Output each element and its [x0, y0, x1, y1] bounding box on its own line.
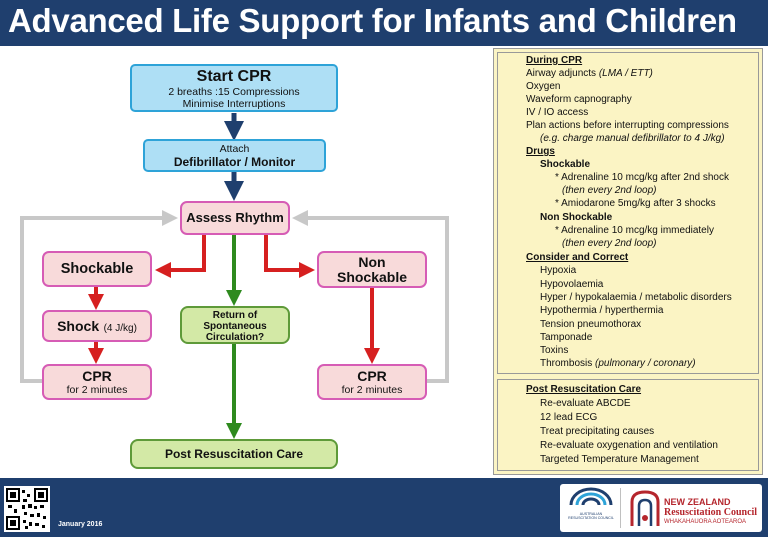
shockable-adrenaline: * Adrenaline 10 mcg/kg after 2nd shock: [555, 172, 729, 183]
cpr-left-title: CPR: [82, 368, 112, 384]
arrow-assess-to-nonshockable: [264, 235, 315, 278]
oxygen-line: Oxygen: [526, 81, 561, 92]
post-care-item: 12 lead ECG: [540, 412, 598, 423]
capnography-line: Waveform capnography: [526, 94, 632, 105]
nonshockable-adrenaline: * Adrenaline 10 mcg/kg immediately: [555, 225, 714, 236]
defibrillator-monitor-label: Defibrillator / Monitor: [173, 155, 296, 169]
cpr-left-box: CPR for 2 minutes: [42, 364, 152, 400]
shockable-amiodarone: * Amiodarone 5mg/kg after 3 shocks: [555, 198, 716, 209]
shock-energy: (4 J/kg): [103, 323, 137, 334]
logo-divider: [620, 488, 621, 528]
assess-rhythm-label: Assess Rhythm: [186, 210, 284, 225]
qr-code-icon: [6, 488, 48, 530]
new-zealand-resuscitation-council-emblem-icon: [630, 490, 660, 526]
nonshockable-adrenaline-note: (then every 2nd loop): [562, 238, 657, 249]
shockable-box: Shockable: [42, 251, 152, 287]
consider-item: Hyper / hypokalaemia / metabolic disorde…: [540, 292, 732, 303]
consider-item: Hypothermia / hyperthermia: [540, 305, 664, 316]
post-resuscitation-label: Post Resuscitation Care: [164, 447, 304, 461]
consider-heading: Consider and Correct: [526, 252, 629, 263]
post-care-item: Re-evaluate ABCDE: [540, 398, 631, 409]
nz-council-line3: WHAKAHAUORA AOTEAROA: [664, 519, 747, 525]
arrow-assess-to-shockable: [155, 235, 206, 278]
post-care-heading: Post Resuscitation Care: [526, 384, 642, 395]
drugs-shockable-heading: Shockable: [540, 159, 591, 170]
thrombosis-note: (pulmonary / coronary): [595, 358, 696, 369]
thrombosis-line: Thrombosis (pulmonary / coronary): [540, 357, 696, 370]
post-care-item: Targeted Temperature Management: [540, 454, 699, 465]
council-logos: [560, 484, 762, 532]
header-bar: Advanced Life Support for Infants and Ch…: [0, 0, 768, 46]
start-cpr-title: Start CPR: [196, 68, 272, 85]
nz-council-line1: NEW ZEALAND: [664, 497, 731, 507]
airway-line: Airway adjuncts (LMA / ETT): [526, 67, 653, 80]
consider-item: Toxins: [540, 345, 569, 356]
shockable-adrenaline-note: (then every 2nd loop): [562, 185, 657, 196]
qr-code[interactable]: [4, 486, 50, 532]
attach-defibrillator-box: Attach Defibrillator / Monitor: [143, 139, 326, 172]
start-cpr-line2: Minimise Interruptions: [182, 98, 286, 110]
cpr-right-box: CPR for 2 minutes: [317, 364, 427, 400]
non-shockable-box: Non Shockable: [317, 251, 427, 288]
nz-council-line2: Resuscitation Council: [664, 507, 758, 518]
during-cpr-section: [497, 52, 759, 374]
drugs-heading: Drugs: [526, 146, 555, 157]
shockable-label: Shockable: [60, 261, 134, 277]
consider-item: Tension pneumothorax: [540, 319, 642, 330]
australian-resuscitation-council-logo-icon: [569, 487, 613, 506]
cpr-left-detail: for 2 minutes: [66, 384, 128, 396]
drugs-nonshockable-heading: Non Shockable: [540, 212, 613, 223]
start-cpr-box: Start CPR 2 breaths :15 Compressions Min…: [130, 64, 338, 112]
publication-date: January 2016: [58, 521, 103, 528]
australian-resuscitation-council-label: AUSTRALIAN RESUSCITATION COUNCIL: [568, 512, 614, 520]
consider-item: Hypoxia: [540, 265, 577, 276]
attach-label: Attach: [219, 143, 250, 155]
airway-note: (LMA / ETT): [598, 68, 653, 79]
rosc-box: Return of Spontaneous Circulation?: [180, 306, 290, 344]
post-resuscitation-box: Post Resuscitation Care: [130, 439, 338, 469]
shock-box: Shock (4 J/kg): [42, 310, 152, 342]
shock-label: Shock: [57, 318, 100, 334]
post-care-item: Treat precipitating causes: [540, 426, 655, 437]
assess-rhythm-box: Assess Rhythm: [180, 201, 290, 235]
page-title: Advanced Life Support for Infants and Ch…: [8, 2, 737, 39]
access-line: IV / IO access: [526, 107, 589, 118]
plan-actions-note: (e.g. charge manual defibrillator to 4 J…: [540, 133, 725, 144]
post-care-item: Re-evaluate oxygenation and ventilation: [540, 440, 718, 451]
cpr-right-detail: for 2 minutes: [341, 384, 403, 396]
loop-right: [292, 210, 449, 383]
cpr-right-title: CPR: [357, 368, 387, 384]
non-shockable-label: Non Shockable: [336, 254, 408, 285]
airway-label: Airway adjuncts: [526, 68, 597, 79]
plan-actions-line: Plan actions before interrupting compres…: [526, 120, 729, 131]
consider-item: Hypovolaemia: [540, 279, 604, 290]
during-cpr-heading: During CPR: [526, 55, 583, 66]
start-cpr-line1: 2 breaths :15 Compressions: [168, 86, 300, 98]
rosc-label: Return of Spontaneous Circulation?: [203, 310, 267, 343]
loop-left: [20, 210, 178, 383]
thrombosis-label: Thrombosis: [540, 358, 593, 369]
consider-item: Tamponade: [540, 332, 593, 343]
post-care-section: [497, 379, 759, 471]
info-panel: [493, 48, 763, 475]
